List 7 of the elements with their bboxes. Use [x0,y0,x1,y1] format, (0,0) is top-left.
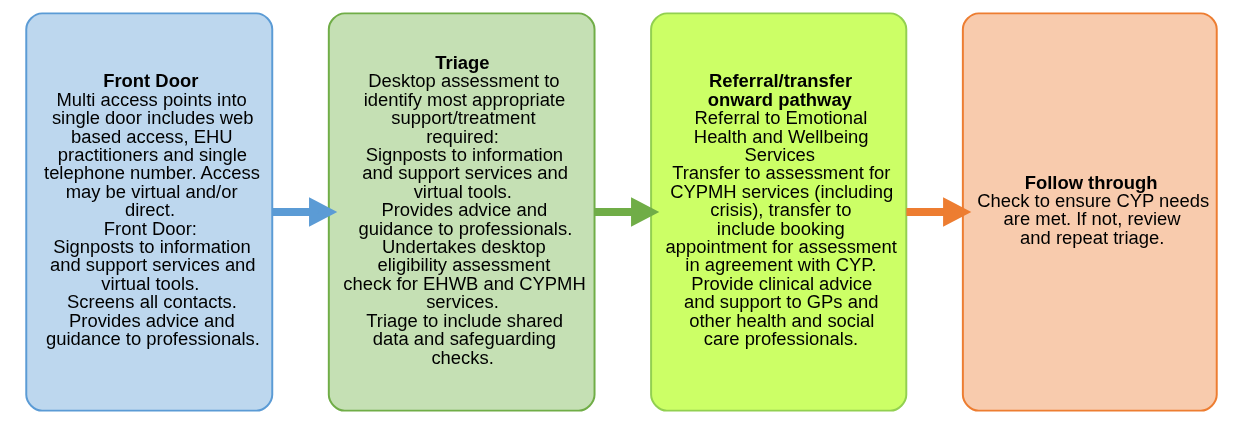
node-box: Triage Desktop assessment to identify most appropriate support/treatment required: Signposts to information and support services and virtual tools. Provides advice and guidance to professionals. Undertakes desktop eligibility assessment check for EHWB and CYPMH services. Triage to include shared data and safeguarding checks. [327,12,595,412]
arrow [594,197,659,227]
node-box: Referral/transfer onward pathway Referral to Emotional Health and Wellbeing Services Transfer to assessment for CYPMH services (including crisis), transfer to include booking appointment for assessment in agreement with CYP. Provide clinical advice and support to GPs and other health and social care professionals. [649,12,907,412]
node-box: Front Door Multi access points into single door includes web based access, EHU practitioners and single telephone number. Access may be virtual and/or direct. Front Door: Signposts to information and support services and virtual tools. Screens all contacts. Provides advice and guidance to professionals. [24,12,273,412]
arrow [272,197,337,227]
arrow [905,197,971,227]
node-box: Follow through Check to ensure CYP needs are met. If not, review and repeat triage. [961,12,1218,412]
